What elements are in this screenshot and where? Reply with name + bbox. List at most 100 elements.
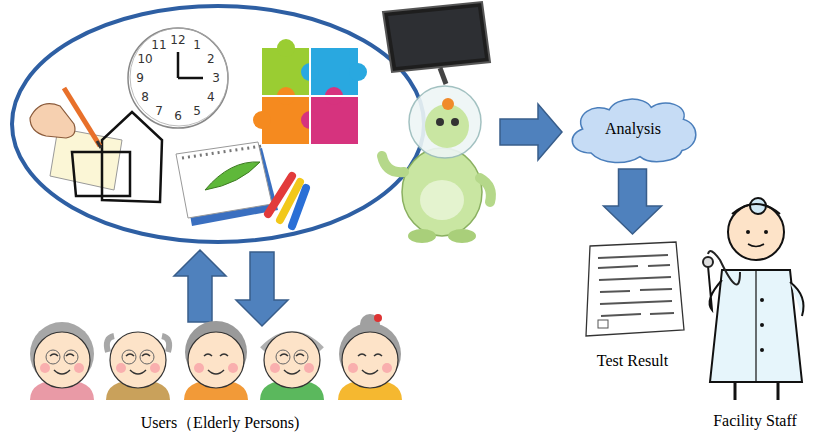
drawing-hand (30, 104, 75, 138)
doctor-figure (764, 230, 768, 234)
doctor-figure (703, 257, 713, 267)
tablet-monitor (383, 2, 490, 84)
doctor-figure (755, 270, 756, 382)
elderly-users (188, 332, 244, 388)
doctor-figure (760, 323, 764, 327)
doctor-figure (710, 270, 802, 382)
text-group: Test Result (575, 351, 690, 370)
robot (402, 148, 482, 236)
clock-sketch (177, 52, 180, 78)
elderly-users (342, 332, 398, 388)
result-sheet (586, 242, 684, 336)
cloud-outline (572, 99, 696, 162)
node-label: Facility Staff (713, 411, 797, 430)
doctor-figure (760, 298, 764, 302)
clock-numeral: 2 (207, 53, 215, 65)
node-label: Test Result (597, 351, 668, 370)
robot (436, 118, 444, 126)
doctor-figure (732, 204, 780, 214)
doctor-figure (748, 244, 764, 247)
clock-numeral: 3 (212, 72, 220, 84)
robot (442, 98, 454, 110)
elderly-users (276, 350, 290, 364)
clock-numeral: 11 (151, 39, 166, 51)
notebook-crayons (176, 142, 272, 218)
notebook-crayons (205, 162, 260, 190)
puzzle (262, 48, 358, 144)
puzzle (253, 111, 271, 129)
text-group: Users（Elderly Persons) (20, 413, 420, 432)
clock-sketch (128, 28, 228, 128)
notebook-crayons (182, 146, 262, 158)
doctor-figure (790, 282, 804, 316)
robot (382, 156, 404, 172)
robot (409, 86, 481, 158)
clock-sketch (130, 28, 228, 126)
elderly-users (30, 322, 94, 400)
clock-numeral: 12 (170, 34, 185, 46)
clock-numeral: 1 (193, 39, 201, 51)
doctor-figure (703, 198, 804, 400)
flow-arrow (236, 252, 288, 326)
robot (480, 178, 491, 202)
clock-numeral: 7 (155, 105, 163, 117)
flow-arrow (174, 250, 226, 322)
node-label: Analysis (605, 119, 661, 138)
result-sheet (586, 242, 684, 336)
clock-numeral: 10 (137, 53, 152, 65)
staff-figure: Facility Staff (699, 190, 811, 430)
clock-numeral: 4 (207, 91, 215, 103)
elderly-users (264, 332, 320, 388)
drawing-hand (102, 112, 162, 202)
users-group: Users（Elderly Persons) (20, 286, 420, 432)
activity-ellipse (12, 6, 424, 242)
block-arrow (604, 169, 662, 234)
elderly-users (110, 332, 166, 388)
doctor-figure (746, 230, 750, 234)
clock-numeral: 9 (136, 72, 144, 84)
doctor-figure (734, 382, 737, 400)
drawing-hand (64, 88, 100, 146)
elderly-users (294, 350, 308, 364)
puzzle (253, 39, 367, 144)
clock-numeral: 8 (141, 91, 149, 103)
text-group: Facility Staff (699, 411, 811, 430)
result-sheet (598, 255, 674, 316)
node-label: Users（Elderly Persons) (141, 413, 300, 432)
elderly-users (46, 350, 60, 364)
tablet-monitor (388, 7, 485, 67)
elderly-users (338, 314, 402, 400)
test-result-sheet: Test Result (575, 238, 690, 370)
tablet-monitor (440, 68, 446, 84)
elderly-users (30, 314, 402, 400)
robot (382, 86, 491, 243)
elderly-users (122, 350, 136, 364)
robot (448, 229, 476, 243)
flow-arrow (500, 104, 562, 160)
text-group: Analysis (563, 119, 703, 138)
elderly-users (260, 332, 324, 400)
elderly-users (184, 321, 248, 400)
elderly-users (106, 332, 170, 400)
puzzle (349, 63, 367, 81)
elderly-users (64, 350, 78, 364)
elderly-users (34, 332, 90, 388)
notebook-crayons (292, 188, 306, 226)
drawing-hand (97, 141, 101, 148)
clock-numeral: 6 (174, 110, 182, 122)
doctor-figure (708, 266, 722, 310)
result-sheet (598, 320, 608, 328)
analysis-cloud: Analysis (563, 93, 703, 165)
doctor-figure (760, 348, 764, 352)
robot (408, 229, 436, 243)
puzzle (277, 39, 295, 57)
elderly-users (140, 350, 154, 364)
tablet-monitor (383, 2, 490, 72)
drawing-hand (30, 88, 162, 202)
elderly-users (374, 314, 382, 322)
robot (425, 104, 469, 148)
